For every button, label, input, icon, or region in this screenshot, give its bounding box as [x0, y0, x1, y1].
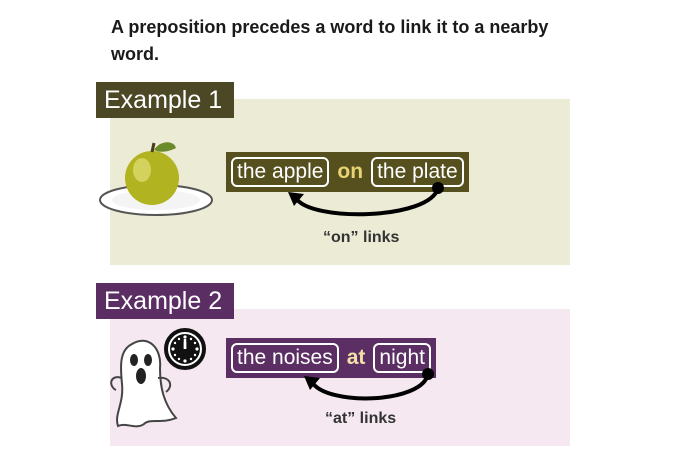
- example-1-link-arrow: [288, 182, 444, 217]
- example-1-preposition: on: [337, 160, 364, 183]
- apple-on-plate-icon: [99, 142, 213, 216]
- clock-icon: [164, 328, 206, 370]
- example-2-word-right: night: [373, 343, 431, 373]
- example-1-word-right: the plate: [371, 157, 464, 187]
- example-2-phrase: the noises at night: [226, 338, 436, 378]
- example-1-word-left: the apple: [231, 157, 330, 187]
- intro-text: A preposition precedes a word to link it…: [111, 17, 549, 64]
- example-1-caption: “on” links: [323, 229, 400, 246]
- example-2-word-left: the noises: [231, 343, 339, 373]
- example-1-label: Example 1: [96, 82, 235, 118]
- example-2-caption: “at” links: [325, 410, 397, 427]
- example-2-link-arrow: [304, 368, 434, 401]
- ghost-icon: [110, 339, 178, 428]
- example-1-phrase: the apple on the plate: [226, 152, 469, 192]
- example-2-preposition: at: [346, 346, 366, 369]
- example-2-label: Example 2: [96, 283, 235, 319]
